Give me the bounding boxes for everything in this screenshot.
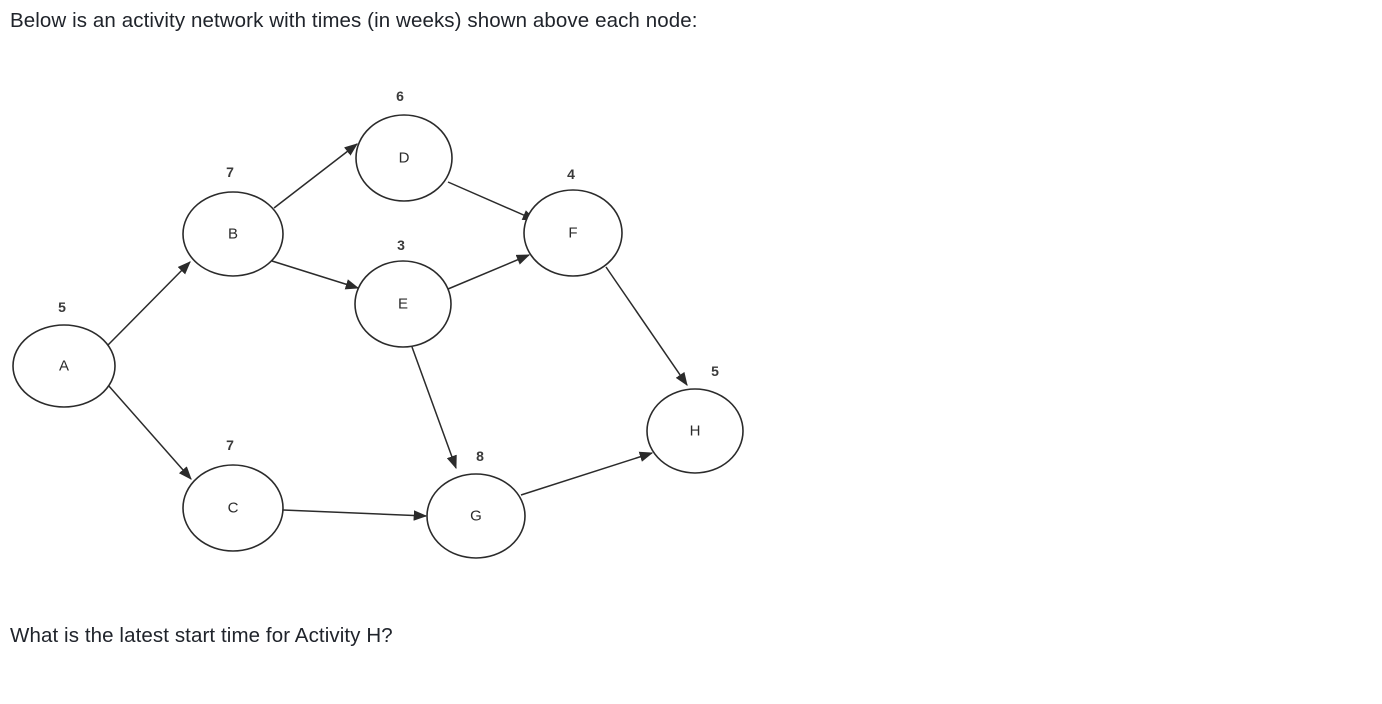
node-f[interactable]: F	[523, 189, 623, 277]
node-b-duration: 7	[226, 164, 234, 180]
edge-a-to-b	[107, 261, 191, 346]
edge-b-to-e	[271, 260, 360, 290]
edge-e-to-f	[447, 254, 531, 290]
node-c-duration: 7	[226, 437, 234, 453]
node-e[interactable]: E	[354, 260, 452, 348]
node-f-ellipse	[523, 189, 623, 277]
node-f-duration: 4	[567, 166, 575, 182]
node-f-label: F	[568, 225, 577, 242]
node-b[interactable]: B	[182, 191, 284, 277]
activity-network-diagram: A B C D E F G H 5 7 7 6 3 4 8 5	[0, 60, 800, 600]
edge-a-to-c	[107, 384, 192, 480]
node-g-label: G	[470, 508, 482, 525]
node-h-ellipse	[646, 388, 744, 474]
edge-c-to-g	[282, 509, 428, 521]
edge-b-to-d	[273, 143, 358, 209]
node-h-label: H	[690, 423, 701, 440]
question-text: What is the latest start time for Activi…	[10, 624, 393, 647]
node-b-ellipse	[182, 191, 284, 277]
node-h[interactable]: H	[646, 388, 744, 474]
edges-layer	[107, 143, 688, 521]
node-h-duration: 5	[711, 363, 719, 379]
edge-e-to-g	[411, 346, 457, 470]
node-b-label: B	[228, 226, 238, 243]
node-d-ellipse	[355, 114, 453, 202]
node-a[interactable]: A	[12, 324, 116, 408]
node-c-label: C	[228, 500, 239, 517]
node-a-label: A	[59, 358, 69, 375]
node-e-duration: 3	[397, 237, 405, 253]
node-a-duration: 5	[58, 299, 66, 315]
node-a-ellipse	[12, 324, 116, 408]
node-d[interactable]: D	[355, 114, 453, 202]
intro-text: Below is an activity network with times …	[10, 9, 698, 32]
node-g[interactable]: G	[426, 473, 526, 559]
durations-layer: 5 7 7 6 3 4 8 5	[58, 88, 719, 464]
nodes-layer: A B C D E F G H	[12, 114, 744, 559]
edge-d-to-f	[447, 181, 537, 221]
node-g-ellipse	[426, 473, 526, 559]
node-e-ellipse	[354, 260, 452, 348]
network-svg: A B C D E F G H 5 7 7 6 3 4 8 5	[12, 88, 744, 559]
node-d-duration: 6	[396, 88, 404, 104]
node-g-duration: 8	[476, 448, 484, 464]
node-c-ellipse	[182, 464, 284, 552]
node-c[interactable]: C	[182, 464, 284, 552]
node-d-label: D	[399, 150, 410, 167]
edge-g-to-h	[520, 451, 654, 496]
edge-f-to-h	[605, 266, 688, 386]
node-e-label: E	[398, 296, 408, 313]
